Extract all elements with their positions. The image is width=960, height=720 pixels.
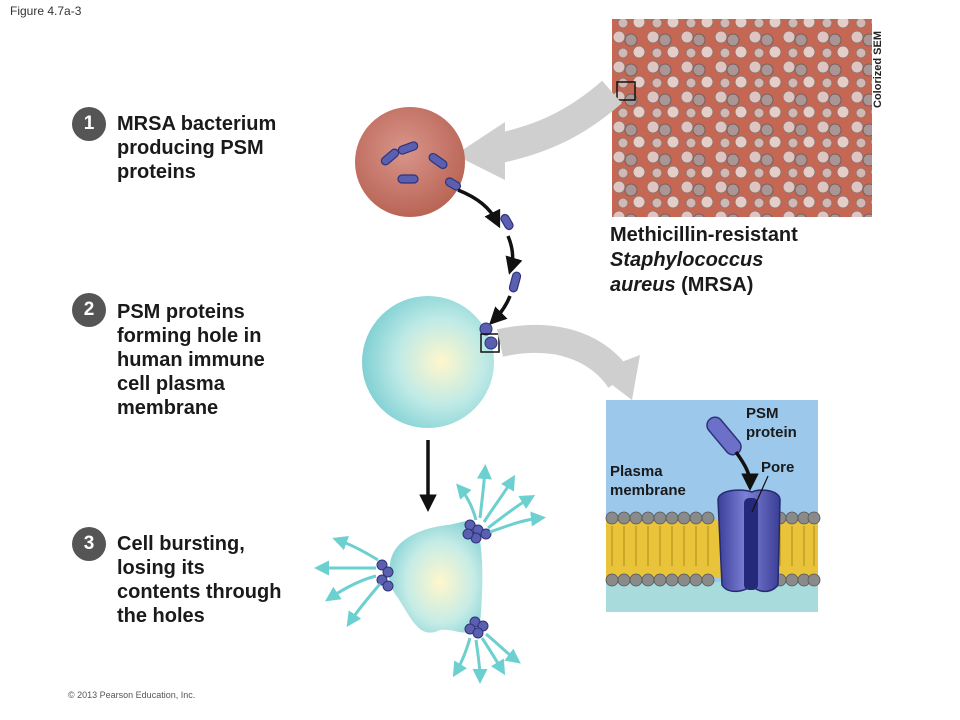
pore-label: Pore	[761, 459, 795, 476]
immune-cell	[362, 296, 494, 428]
arrow-release-2	[505, 235, 523, 275]
sem-label: Colorized SEM	[872, 30, 884, 108]
gray-arrow-head-bottom	[595, 355, 640, 400]
psm-protein-released-1	[500, 213, 514, 231]
mrsa-bacterium	[355, 107, 465, 217]
lipid-heads-bottom	[605, 573, 821, 587]
sem-selection-box	[616, 81, 636, 101]
step-1-text: MRSA bacterium producing PSM proteins	[117, 113, 277, 183]
copyright-notice: © 2013 Pearson Education, Inc.	[68, 690, 196, 700]
pore-leader-line	[751, 475, 769, 513]
psm-protein-released-2	[508, 271, 522, 293]
cell-selection-box	[480, 333, 500, 353]
plasma-membrane-label: Plasma membrane	[610, 463, 686, 499]
arrow-release-1	[457, 188, 501, 229]
step-2-badge: 2	[72, 293, 106, 327]
gray-arrow-head-top	[455, 122, 505, 180]
psm-protein-at-membrane	[479, 322, 493, 336]
step-2-text: PSM proteins forming hole in human immun…	[117, 301, 265, 419]
step-3-badge: 3	[72, 527, 106, 561]
pore-clusters	[376, 519, 492, 639]
content-spray-arrows	[314, 464, 546, 684]
psm-proteins-in-bacterium	[380, 141, 462, 191]
step-1-badge: 1	[72, 107, 106, 141]
psm-protein-label: PSM protein	[746, 405, 797, 441]
membrane-inset	[605, 400, 821, 612]
sem-micrograph	[612, 19, 872, 217]
gray-arrow-shaft-top	[487, 80, 622, 165]
arrow-psm-to-pore	[734, 450, 759, 491]
lipid-tails	[611, 526, 815, 566]
bursting-cell	[388, 520, 483, 633]
step-3-text: Cell bursting, losing its contents throu…	[117, 533, 282, 627]
psm-protein-hole	[484, 336, 498, 350]
micrograph-caption: Methicillin-resistant Staphylococcus aur…	[610, 224, 798, 296]
arrow-release-3	[489, 295, 512, 325]
pore-channel	[744, 498, 758, 590]
figure-label: Figure 4.7a-3	[10, 4, 82, 18]
